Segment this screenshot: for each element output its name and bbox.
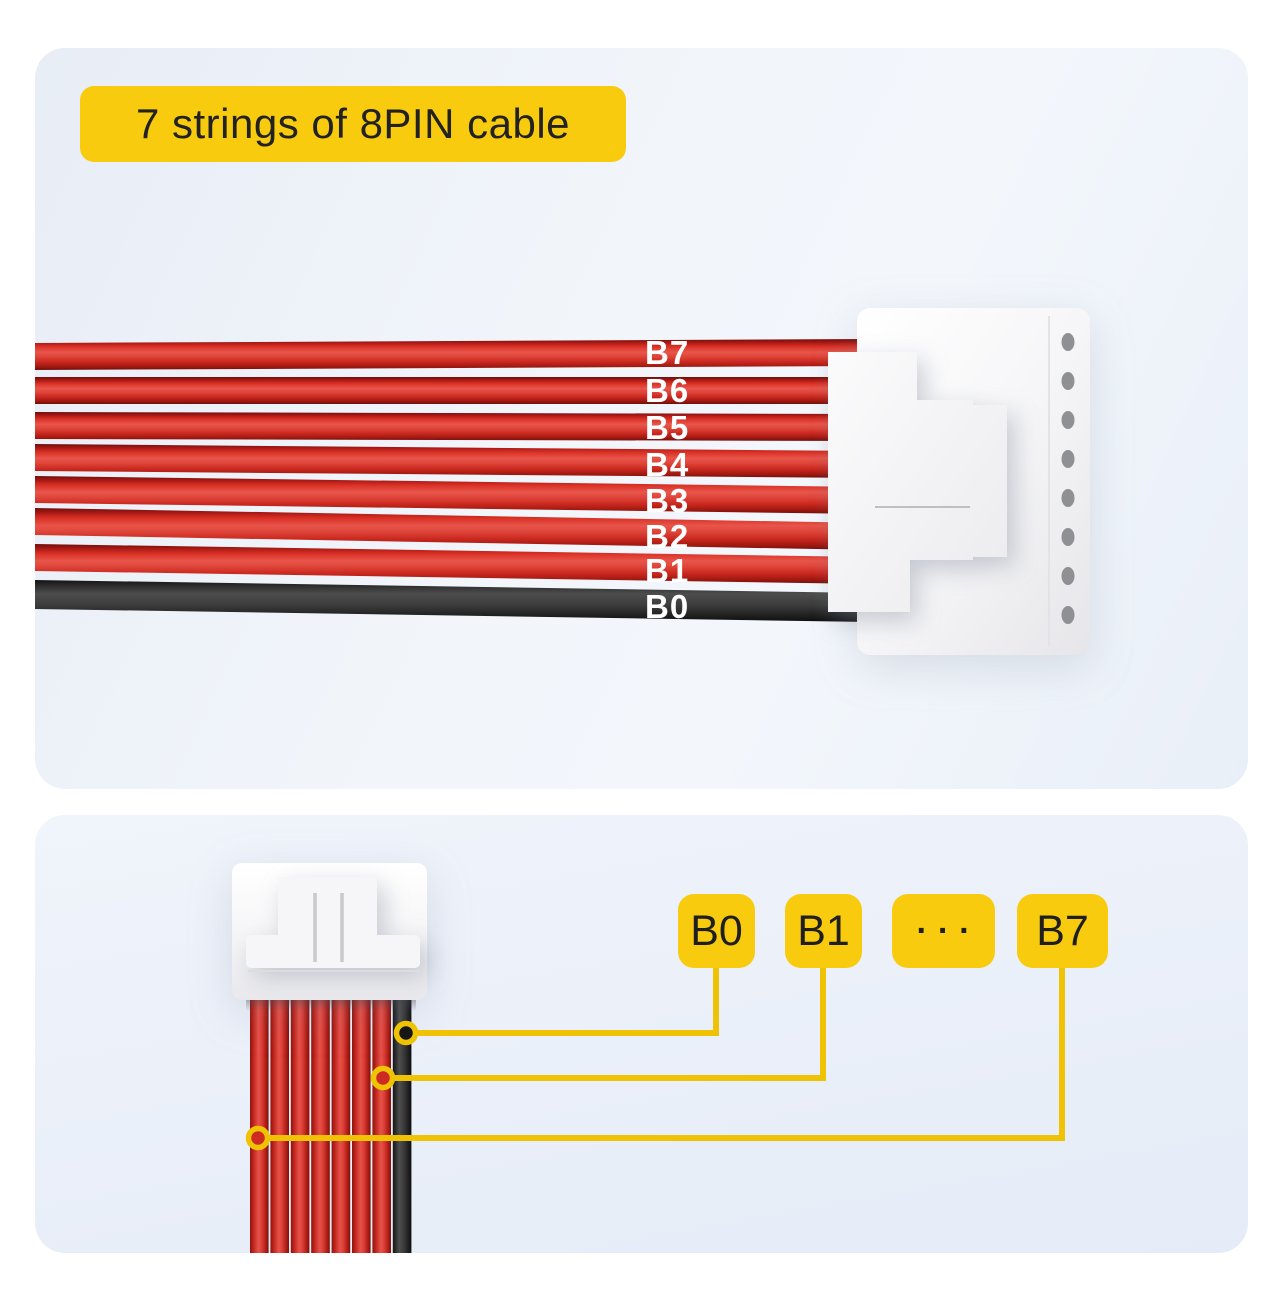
connector-8pin-side <box>828 308 1090 655</box>
pin-badge-b7: B7 <box>1017 894 1108 968</box>
wire-b7 <box>250 997 269 1253</box>
wire-b0-black <box>35 580 870 622</box>
wire-b1 <box>35 544 870 584</box>
pointer-line-b1 <box>383 968 826 1081</box>
wire-label-b0: B0 <box>645 588 690 625</box>
wire-label-b4: B4 <box>645 446 690 483</box>
wire-b2 <box>35 508 870 550</box>
wire-label-b6: B6 <box>645 372 690 409</box>
wire-b3 <box>331 997 351 1253</box>
connector-latch <box>828 352 1007 612</box>
pointer-marker-b1 <box>370 1065 396 1091</box>
wire-b3 <box>35 476 870 514</box>
wire-label-b7: B7 <box>645 334 690 371</box>
pointer-line-b7 <box>258 968 1065 1141</box>
pin-holes <box>1061 333 1075 624</box>
pin-badge-ellipsis: ··· <box>892 894 995 968</box>
ribbon-cable-bottom <box>246 997 416 1253</box>
connector-8pin-front <box>232 863 427 1000</box>
top-panel-card: B7 B6 B5 B4 B3 B2 B1 B0 7 strings of 8PI… <box>35 48 1248 789</box>
wire-b5 <box>290 997 310 1253</box>
wire-b7 <box>35 339 870 370</box>
connector-latch <box>246 877 420 968</box>
bottom-cable-illustration <box>232 863 1065 1253</box>
pointer-line-b0 <box>406 968 719 1036</box>
wire-b0-black <box>392 997 412 1253</box>
pointer-lines <box>245 968 1065 1151</box>
pointer-marker-b7 <box>245 1125 271 1151</box>
pin-badge-b0: B0 <box>678 894 755 968</box>
title-badge: 7 strings of 8PIN cable <box>80 86 626 162</box>
wire-label-b3: B3 <box>645 482 690 519</box>
connector-cast-shadow <box>246 997 416 1011</box>
wire-b1 <box>372 997 391 1253</box>
wire-label-b1: B1 <box>645 552 690 589</box>
pin-badge-b1: B1 <box>785 894 862 968</box>
wire-b5 <box>35 412 870 441</box>
pointer-marker-b0 <box>393 1020 419 1046</box>
wire-b4 <box>311 997 330 1253</box>
top-cable-illustration <box>35 308 1090 655</box>
wire-b4 <box>35 444 870 478</box>
wire-label-b5: B5 <box>645 409 690 446</box>
wire-b6 <box>35 377 870 404</box>
bottom-panel-card: B0 B1 ··· B7 <box>35 815 1248 1253</box>
wire-b2 <box>352 997 371 1253</box>
ribbon-cable-top <box>35 339 870 622</box>
wire-label-b2: B2 <box>645 518 690 555</box>
wire-b6 <box>270 997 289 1253</box>
